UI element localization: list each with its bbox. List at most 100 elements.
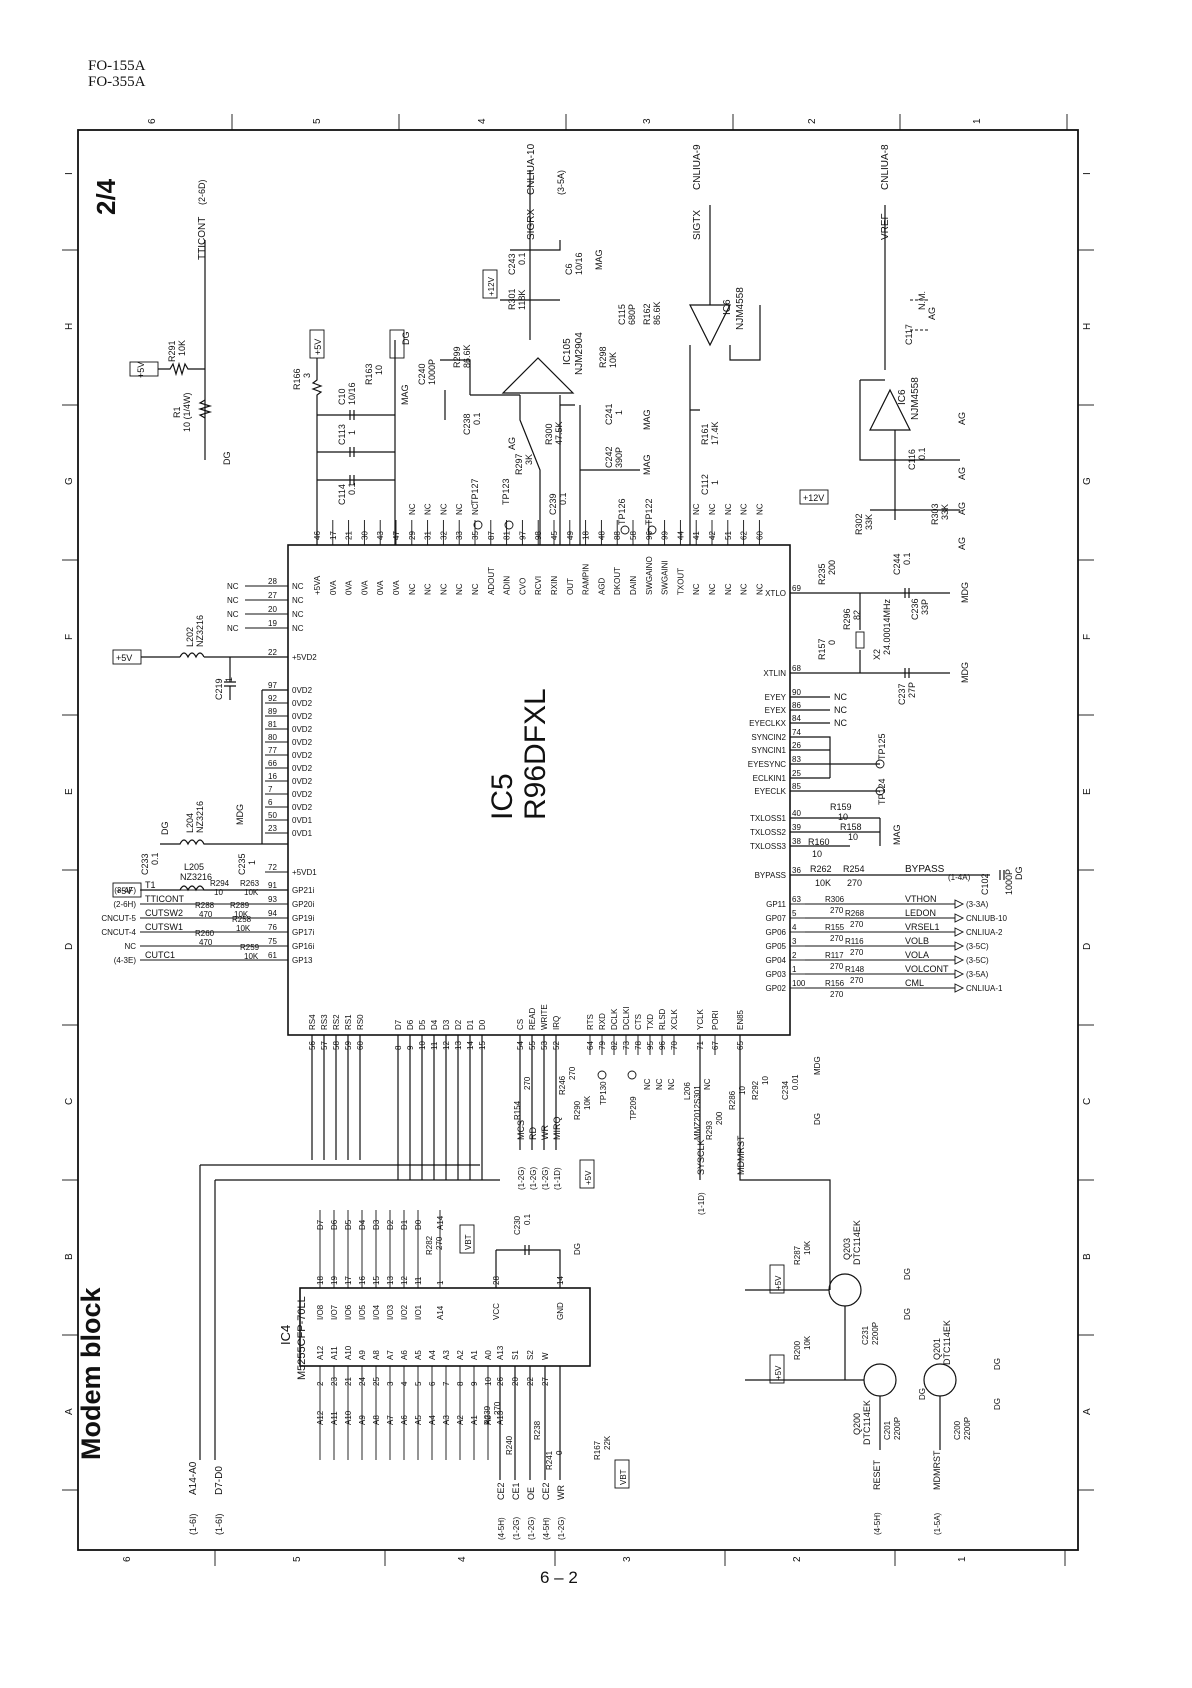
ic4-top-pin-number: 17: [344, 1276, 353, 1285]
page-header: FO-155A FO-355A: [88, 58, 146, 90]
model-number-2: FO-355A: [88, 74, 146, 90]
ic5-right-pin-number: 83: [792, 755, 801, 764]
c239-val: 0.1: [558, 492, 568, 505]
ag-label-ic6b: AG: [957, 412, 967, 425]
ic5-left-pin-number: 77: [268, 746, 277, 755]
ic5-right-pin-number: 40: [792, 809, 801, 818]
ic4-top-pin-number: 12: [400, 1276, 409, 1285]
ic5-top-pin-name: 0VA: [329, 580, 338, 595]
grid-top-number: 4: [477, 118, 488, 124]
r296-ref: R296: [842, 608, 852, 630]
ic5-left-pin-number: 7: [268, 785, 273, 794]
ic5-top-pin-number: 30: [360, 531, 369, 540]
ic5-top-pin-name: NC: [724, 583, 733, 595]
ic4-top-bus-label: D0: [414, 1219, 423, 1230]
gpo-resistor-ref: R268: [845, 909, 865, 918]
ic4-top-pin-name: I/O3: [386, 1304, 395, 1320]
ic5-top-pin-name: TXOUT: [676, 568, 685, 595]
c201-ref: C201: [883, 1420, 892, 1440]
r239-val: 270: [493, 1401, 502, 1415]
c238-val: 0.1: [472, 412, 482, 425]
ic4-bottom-pin-number: 25: [372, 1377, 381, 1386]
c235-ref: C235: [237, 853, 247, 875]
c115-val: 680P: [627, 304, 637, 325]
dg-label-ic4: DG: [573, 1243, 582, 1255]
ic5-right-pin-name: XTLIN: [763, 669, 786, 678]
ic5-top-pin-number: 96: [645, 531, 654, 540]
ic4-bottom-pin-name: S1: [511, 1350, 520, 1360]
ic5-top-nc: NC: [455, 503, 464, 515]
ic4-top-bus-label: D7: [316, 1219, 325, 1230]
ic5-left-pin-number: 72: [268, 863, 277, 872]
grid-letter-left: A: [64, 1408, 75, 1415]
ic5-right-pin-name: GP04: [766, 956, 787, 965]
ic4-bottom-pin-number: 8: [456, 1381, 465, 1386]
ic4-top-pin-name: I/O4: [372, 1304, 381, 1320]
tp122: TP122: [644, 498, 654, 525]
r290-ref: R290: [573, 1100, 582, 1120]
r157-val: 0: [827, 640, 837, 645]
vbt-label-1: VBT: [464, 1234, 473, 1250]
dg-label-q200: DG: [918, 1388, 927, 1400]
ic5-bottom-pin-name: D6: [406, 1019, 415, 1030]
l206-val: MMZ2012S301: [693, 1085, 702, 1140]
ic5-left-pin-number: 19: [268, 619, 277, 628]
ic4-top-pin-number: 15: [372, 1276, 381, 1285]
r238-ref: R238: [533, 1420, 542, 1440]
ic5-left-pin-number: 61: [268, 951, 277, 960]
q200-ref: Q200: [852, 1413, 862, 1435]
r239-ref: R239: [483, 1405, 492, 1425]
sig-oe-ref: (1-2G): [527, 1517, 536, 1540]
r282-ref: R282: [425, 1235, 434, 1255]
ic4-top-bus-label: D3: [372, 1219, 381, 1230]
ic4-top-pin-number: 13: [386, 1276, 395, 1285]
l202-ref: L202: [185, 627, 195, 647]
gpo-resistor-ref: R156: [825, 979, 845, 988]
ic4-bottom-pin-number: 9: [470, 1381, 479, 1386]
ic5-top-nc: NC: [471, 503, 480, 515]
mdg-label-xtlo: MDG: [960, 582, 970, 603]
r300-val: 47.5K: [554, 421, 564, 445]
ic5-right-pin-name: BYPASS: [755, 871, 786, 880]
ic4-bottom-bus-label: A10: [344, 1410, 353, 1425]
x2-freq: 24.00014MHz: [882, 598, 892, 655]
sig-ce2-ref: (4-5H): [497, 1517, 506, 1540]
ic5-bottom-pin-name: XCLK: [670, 1008, 679, 1030]
c201-val: 2200P: [893, 1417, 902, 1440]
c200-ref: C200: [953, 1420, 962, 1440]
r254-ref: R254: [843, 864, 865, 874]
c241-val: 1: [614, 410, 624, 415]
r291-val: 10K: [177, 340, 187, 356]
tp123: TP123: [501, 478, 511, 505]
r158-ref: R158: [840, 822, 862, 832]
ic5-top-nc: NC: [439, 503, 448, 515]
grid-letter-right: C: [1082, 1098, 1093, 1105]
sig-mcs: MCS: [516, 1120, 526, 1140]
ic5-left-pin-name: NC: [292, 582, 304, 591]
ic5-right-pin-number: 36: [792, 866, 801, 875]
gpo-signal-name: VTHON: [905, 894, 937, 904]
ic4-bottom-pin-number: 6: [428, 1381, 437, 1386]
ic5-left-pin-number: 50: [268, 811, 277, 820]
right-gpo-outputs: R306270VTHON(3-3A)R268270LEDONCNLIUB-10R…: [805, 894, 1007, 999]
ic5-right-pin-number: 26: [792, 741, 801, 750]
ic5-left-pin-name: 0VD2: [292, 803, 313, 812]
ic5-top-pin-number: 51: [724, 531, 733, 540]
c238-ref: C238: [462, 413, 472, 435]
ic5-top-pin-number: 33: [455, 531, 464, 540]
c114-val: 0.1: [347, 482, 357, 495]
sig-mdmrst: MDMRST: [736, 1135, 746, 1175]
ic4-top-pin-name: I/O1: [414, 1304, 423, 1320]
nc-rlsd: NC: [667, 1078, 676, 1090]
l205-val: NZ3216: [180, 872, 212, 882]
sigrx-dest: CNLIUA-10: [526, 143, 537, 195]
ic5-left-pin-name: GP13: [292, 956, 313, 965]
left-signal-name: CUTSW1: [145, 922, 183, 932]
grid-letter-left: H: [64, 323, 75, 330]
c114-ref: C114: [337, 484, 347, 505]
c200-val: 2200P: [963, 1417, 972, 1440]
ic5-left-pin-name: +5VD1: [292, 868, 317, 877]
ic4-top-pin-name: I/O5: [358, 1304, 367, 1320]
ic5-top-pin-name: 0VA: [360, 580, 369, 595]
c231-ref: C231: [861, 1325, 870, 1345]
